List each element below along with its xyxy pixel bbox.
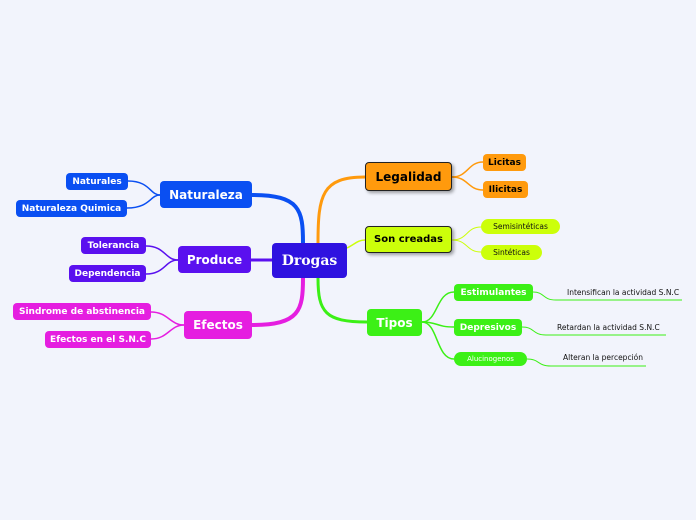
link-alucinogenos	[421, 321, 455, 360]
note-alucinogenos[interactable]: Alteran la percepción	[563, 353, 643, 362]
link-tolerancia	[145, 245, 179, 261]
subtopic-depresivos[interactable]: Depresivos	[454, 319, 522, 336]
link-efectos-snc	[150, 324, 185, 340]
subtopic-naturaleza-quimica[interactable]: Naturaleza Quimica	[16, 200, 127, 217]
subtopic-naturales[interactable]: Naturales	[66, 173, 128, 190]
link-semisinteticas	[451, 226, 482, 241]
subtopic-licitas[interactable]: Licitas	[483, 154, 526, 171]
note-estimulantes[interactable]: Intensifican la actividad S.N.C	[567, 288, 680, 297]
subtopic-tolerancia[interactable]: Tolerancia	[81, 237, 146, 254]
topic-produce[interactable]: Produce	[178, 246, 251, 273]
subtopic-estimulantes[interactable]: Estimulantes	[454, 284, 533, 301]
subtopic-alucinogenos[interactable]: Alucinogenos	[454, 352, 527, 366]
link-son-creadas	[346, 239, 366, 249]
link-efectos	[251, 277, 305, 327]
link-sinteticas	[451, 239, 482, 253]
topic-efectos[interactable]: Efectos	[184, 311, 252, 339]
link-legalidad	[316, 175, 366, 244]
subtopic-ilicitas[interactable]: Ilicitas	[483, 181, 528, 198]
subtopic-sinteticas[interactable]: Sintéticas	[481, 245, 542, 260]
link-naturaleza-quimica	[126, 194, 161, 209]
link-naturales	[127, 180, 161, 196]
subtopic-efectos-snc[interactable]: Efectos en el S.N.C	[45, 331, 151, 348]
link-ilicitas	[451, 176, 484, 191]
link-estimulantes	[421, 291, 455, 323]
subtopic-sindrome-abstinencia[interactable]: Sindrome de abstinencia	[13, 303, 151, 320]
link-tipos	[316, 277, 368, 324]
topic-son-creadas[interactable]: Son creadas	[365, 226, 452, 253]
topic-legalidad[interactable]: Legalidad	[365, 162, 452, 191]
link-sindrome	[150, 311, 185, 326]
link-licitas	[451, 161, 484, 178]
subtopic-dependencia[interactable]: Dependencia	[69, 265, 146, 282]
link-dependencia	[145, 259, 179, 275]
link-note-estimulantes	[532, 291, 682, 301]
link-naturaleza	[251, 193, 305, 244]
subtopic-semisinteticas[interactable]: Semisintéticas	[481, 219, 560, 234]
topic-tipos[interactable]: Tipos	[367, 309, 422, 336]
link-note-alucinogenos	[526, 358, 646, 367]
note-depresivos[interactable]: Retardan la actividad S.N.C	[557, 323, 660, 332]
topic-naturaleza[interactable]: Naturaleza	[160, 181, 252, 208]
center-topic-drogas[interactable]: Drogas	[272, 243, 347, 278]
link-note-depresivos	[521, 326, 666, 336]
